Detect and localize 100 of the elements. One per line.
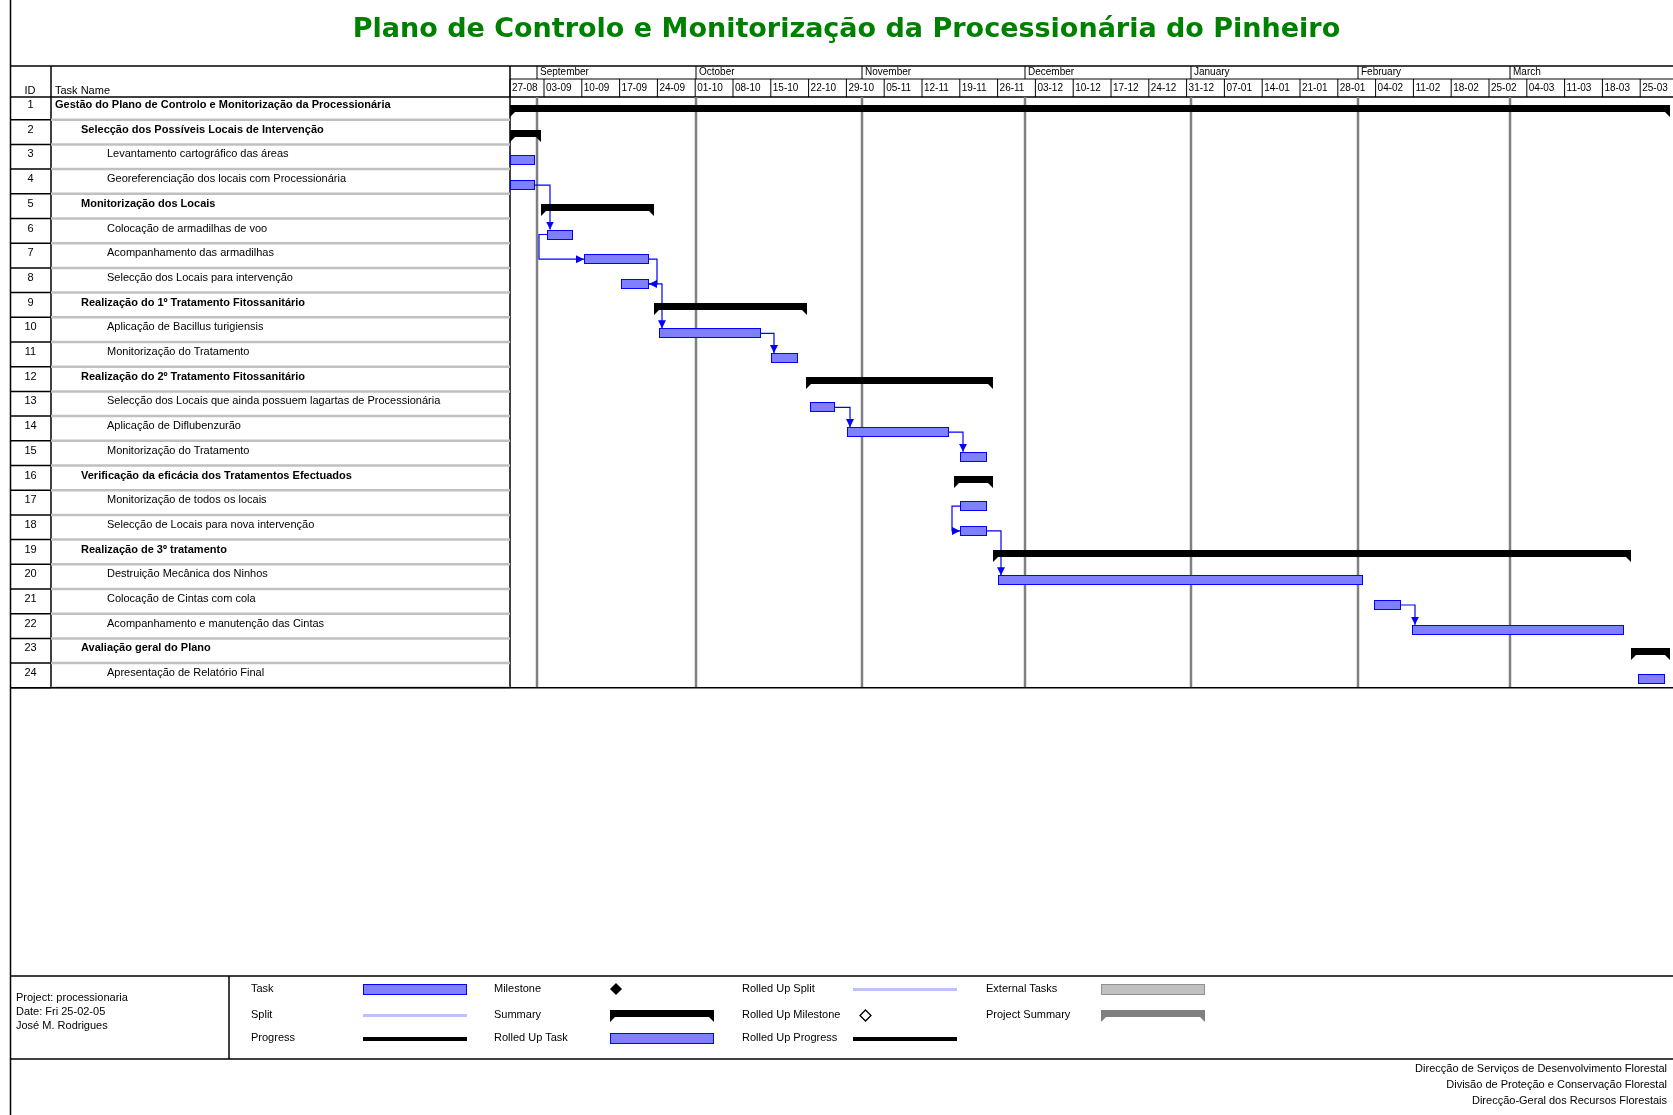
task-name: Verificação da eficácia dos Tratamentos Efectuados <box>81 468 352 482</box>
table-header: ID <box>23 84 37 98</box>
summary-bar <box>1631 648 1670 661</box>
task-id: 21 <box>23 592 38 606</box>
dependency-arrow <box>951 505 961 535</box>
task-id: 16 <box>23 468 38 482</box>
task-bar <box>659 328 761 339</box>
task-name: Avaliação geral do Plano <box>81 641 211 655</box>
task-id: 4 <box>26 172 35 186</box>
task-name: Selecção dos Locais que ainda possuem lagartas de Processionária <box>107 394 441 408</box>
project-info: José M. Rodrigues <box>16 1019 108 1033</box>
week-label: 04-03 <box>1528 82 1555 94</box>
month-label: March <box>1513 66 1541 78</box>
summary-bar <box>654 302 807 315</box>
week-label: 08-10 <box>735 82 761 94</box>
week-label: 05-11 <box>886 82 912 94</box>
task-bar <box>960 451 987 462</box>
footer-text: Divisão de Proteção e Conservação Florestal <box>1446 1078 1667 1092</box>
task-name: Selecção dos Locais para intervenção <box>107 270 293 285</box>
week-label: 25-02 <box>1491 82 1517 94</box>
month-label: September <box>540 66 589 78</box>
task-name: Realização do 2º Tratamento Fitossanitário <box>81 369 306 383</box>
task-id: 18 <box>23 517 38 532</box>
dependency-arrow <box>760 332 778 354</box>
dependency-arrow <box>538 233 585 264</box>
dependency-arrow <box>948 431 967 453</box>
task-id: 23 <box>23 641 38 655</box>
task-id: 11 <box>23 345 38 359</box>
week-label: 29-10 <box>848 82 874 94</box>
task-id: 20 <box>23 567 38 581</box>
month-label: January <box>1194 66 1230 78</box>
task-id: 17 <box>23 493 38 507</box>
week-label: 27-08 <box>512 82 538 94</box>
task-name: Aplicação de Diflubenzurão <box>107 419 241 433</box>
task-name: Destruição Mecânica dos Ninhos <box>107 567 268 581</box>
task-bar <box>771 353 798 363</box>
task-id: 13 <box>23 394 38 408</box>
summary-bar <box>806 376 993 389</box>
task-bar <box>998 575 1363 586</box>
task-id: 19 <box>23 542 38 556</box>
task-name: Levantamento cartográfico das áreas <box>107 147 289 161</box>
week-label: 22-10 <box>810 82 837 94</box>
week-label: 03-12 <box>1037 82 1063 94</box>
project-info: Date: Fri 25-02-05 <box>16 1005 106 1019</box>
dependency-arrow <box>648 283 666 329</box>
dependency-arrow <box>986 530 1005 576</box>
legend-label: Rolled Up Milestone <box>742 1008 841 1022</box>
week-label: 19-11 <box>961 82 987 94</box>
week-label: 11-02 <box>1415 82 1441 94</box>
legend-label: Rolled Up Split <box>742 982 815 996</box>
week-label: 03-09 <box>546 82 572 94</box>
task-bar <box>960 525 987 536</box>
task-name: Realização de 3º tratamento <box>81 542 227 556</box>
week-label: 31-12 <box>1188 82 1215 94</box>
legend-label: Milestone <box>494 982 542 996</box>
week-label: 18-03 <box>1604 82 1630 94</box>
chart-title: Plano de Controlo e Monitorização da Processionária do Pinheiro <box>351 12 1342 43</box>
task-id: 7 <box>26 246 35 260</box>
week-label: 25-03 <box>1642 82 1668 94</box>
legend-label: Project Summary <box>986 1008 1071 1022</box>
task-id: 9 <box>26 295 35 309</box>
summary-bar <box>541 203 654 216</box>
summary-bar <box>993 549 1631 562</box>
legend-label: Progress <box>251 1031 296 1045</box>
week-label: 24-09 <box>659 82 685 94</box>
legend-label: Rolled Up Progress <box>742 1031 838 1045</box>
task-name: Monitorização do Tratamento <box>107 443 250 457</box>
task-name: Monitorização dos Locais <box>81 196 216 210</box>
task-id: 12 <box>23 369 38 383</box>
task-bar <box>547 229 573 240</box>
summary-bar <box>510 105 1670 117</box>
task-id: 10 <box>23 320 38 334</box>
week-label: 14-01 <box>1264 82 1290 94</box>
task-bar <box>510 155 535 166</box>
week-label: 10-09 <box>583 82 610 94</box>
week-label: 21-01 <box>1302 82 1328 94</box>
task-id: 8 <box>26 270 35 285</box>
week-label: 12-11 <box>924 82 949 94</box>
month-label: February <box>1361 66 1401 78</box>
task-name: Realização do 1º Tratamento Fitossanitário <box>81 295 306 309</box>
task-id: 15 <box>23 443 38 457</box>
task-id: 1 <box>26 98 35 112</box>
week-label: 01-10 <box>697 82 723 94</box>
footer-text: Direcção-Geral dos Recursos Florestais <box>1472 1094 1667 1108</box>
week-label: 04-02 <box>1377 82 1404 94</box>
task-name: Monitorização do Tratamento <box>107 345 250 359</box>
week-label: 15-10 <box>772 82 799 94</box>
task-name: Selecção de Locais para nova intervenção <box>107 517 315 532</box>
month-label: November <box>865 66 912 78</box>
legend-label: Task <box>251 982 274 996</box>
dependency-arrow <box>834 406 854 428</box>
week-label: 07-01 <box>1226 82 1252 94</box>
week-label: 18-02 <box>1453 82 1479 94</box>
week-label: 26-11 <box>999 82 1025 94</box>
task-bar <box>810 402 835 413</box>
task-id: 3 <box>26 147 35 161</box>
week-label: 28-01 <box>1339 82 1366 94</box>
task-id: 24 <box>23 666 38 680</box>
dependency-arrow <box>648 258 658 288</box>
task-name: Selecção dos Possíveis Locais de Intervenção <box>81 122 324 136</box>
